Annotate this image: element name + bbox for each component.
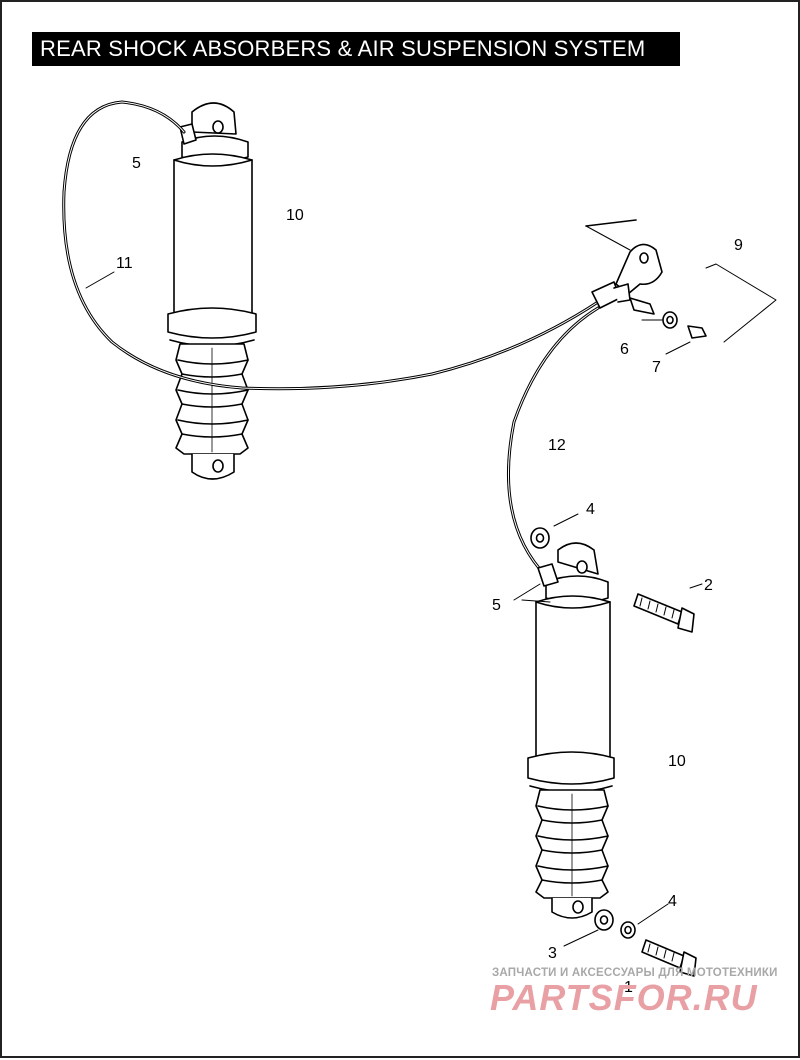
shock-absorber-right xyxy=(527,527,697,977)
callout-10-upper: 10 xyxy=(286,207,304,224)
watermark-brand: PARTSFOR.RU xyxy=(490,977,758,1018)
page-title: REAR SHOCK ABSORBERS & AIR SUSPENSION SY… xyxy=(32,32,680,66)
callout-2: 2 xyxy=(704,577,713,594)
callout-6: 6 xyxy=(620,341,629,358)
shock-absorber-left xyxy=(167,102,257,480)
callout-5-lower: 5 xyxy=(492,597,501,614)
watermark-tagline: ЗАПЧАСТИ И АКСЕССУАРЫ ДЛЯ МОТОТЕХНИКИ xyxy=(492,967,778,979)
callout-leader-lines xyxy=(85,271,703,947)
callout-1: 1 xyxy=(624,979,633,996)
callout-5-upper: 5 xyxy=(132,155,141,172)
callout-9: 9 xyxy=(734,237,743,254)
callout-12: 12 xyxy=(548,437,566,454)
callout-3: 3 xyxy=(548,945,557,962)
valve-bracket-assembly xyxy=(585,219,777,343)
callout-10-lower: 10 xyxy=(668,753,686,770)
callout-4-lower: 4 xyxy=(668,893,677,910)
callout-7: 7 xyxy=(652,359,661,376)
callout-4-upper: 4 xyxy=(586,501,595,518)
callout-11: 11 xyxy=(116,255,133,272)
